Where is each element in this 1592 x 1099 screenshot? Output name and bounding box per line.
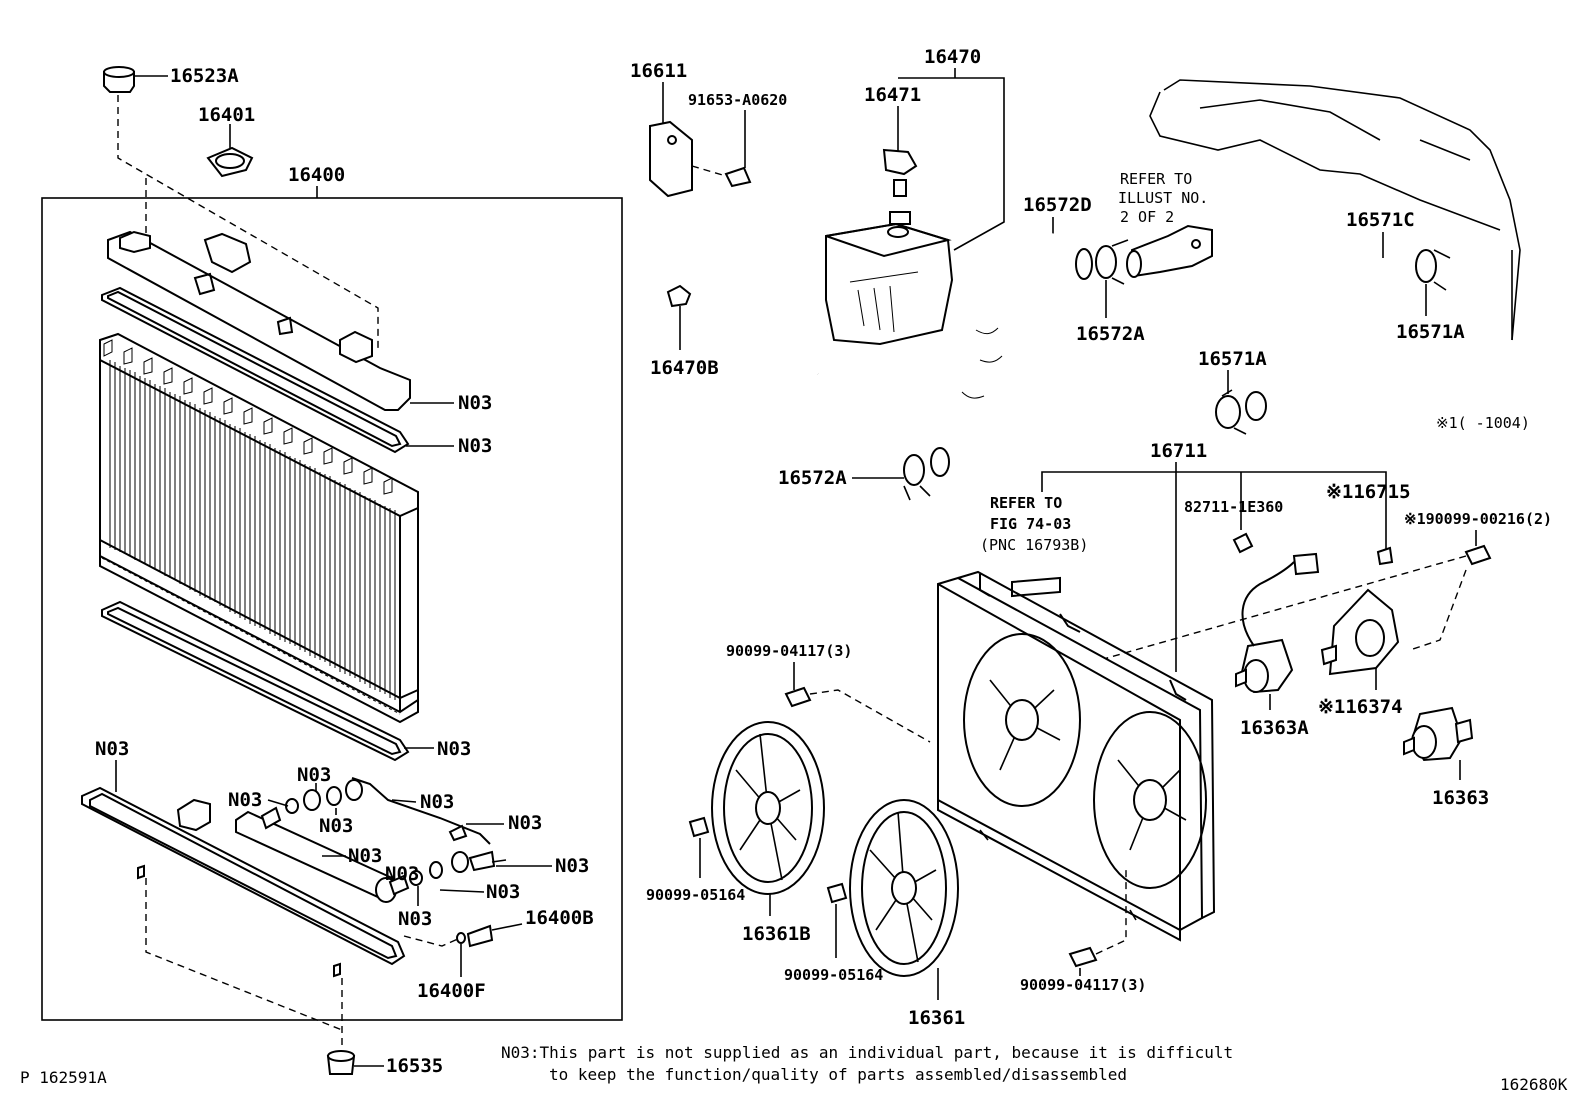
reservoir-cap-16471 (882, 148, 918, 197)
label-190099: ※190099-00216(2) (1404, 510, 1552, 528)
refer-illust-line1: REFER TO (1120, 170, 1192, 188)
label-16470: 16470 (924, 46, 981, 68)
nut-90099-05164-left (688, 816, 710, 838)
label-16401: 16401 (198, 104, 255, 126)
bolt-90099-04117-bottom (1068, 946, 1098, 968)
label-n03-upper-tank: N03 (458, 392, 492, 414)
clip-16715 (1376, 546, 1394, 566)
label-16363A: 16363A (1240, 717, 1309, 739)
label-n03-pipe: N03 (348, 845, 382, 867)
footnote-line2: to keep the function/quality of parts as… (549, 1065, 1127, 1084)
label-16571A-left: 16571A (1198, 348, 1267, 370)
label-16715: ※116715 (1326, 481, 1411, 503)
engine-outline (1149, 79, 1521, 341)
label-16400B: 16400B (525, 907, 594, 929)
clamp-16571A-left (1215, 389, 1247, 435)
label-16363: 16363 (1432, 787, 1489, 809)
label-90099-04117-bottom: 90099-04117(3) (1020, 976, 1146, 994)
label-90099-04117-top: 90099-04117(3) (726, 642, 852, 660)
refer-fig-line2: FIG 74-03 (990, 515, 1071, 533)
clamp-16572A-top (1095, 239, 1129, 285)
label-n03-oring-bottom: N03 (398, 908, 432, 930)
screw-190099 (1464, 544, 1492, 566)
figure-id-left: P 162591A (20, 1068, 107, 1087)
fan-16361B (711, 721, 825, 895)
clip-16470B (666, 284, 692, 308)
label-82711: 82711-1E360 (1184, 498, 1283, 516)
label-n03-oring-top: N03 (297, 764, 331, 786)
label-16572A-top: 16572A (1076, 323, 1145, 345)
label-16572D: 16572D (1023, 194, 1092, 216)
fan-16361 (849, 799, 959, 977)
refer-fig-line3: (PNC 16793B) (980, 536, 1088, 554)
label-16471: 16471 (864, 84, 921, 106)
bolt-90099-04117-top (784, 686, 812, 708)
label-91653: 91653-A0620 (688, 91, 787, 109)
label-16523A: 16523A (170, 65, 239, 87)
label-16374: ※116374 (1318, 696, 1403, 718)
reservoir-tank-16470 (825, 222, 954, 346)
upper-tank (107, 230, 411, 411)
radiator-assembly-box (41, 197, 623, 1021)
label-16611: 16611 (630, 60, 687, 82)
label-16400F: 16400F (417, 980, 486, 1002)
clamp-16571A-right (1415, 249, 1451, 291)
label-n03-hose: N03 (420, 791, 454, 813)
radiator-inlet-hose-16572D (939, 243, 1083, 463)
label-16361B: 16361B (742, 923, 811, 945)
lower-tank (81, 786, 406, 978)
fan-shroud-16711 (937, 570, 1216, 942)
label-16400: 16400 (288, 164, 345, 186)
refer-illust-line3: 2 OF 2 (1120, 208, 1174, 226)
label-16711: 16711 (1150, 440, 1207, 462)
motor-cover-16374 (1320, 588, 1400, 676)
label-n03-bolt-left: N03 (228, 789, 262, 811)
range-note: ※1( -1004) (1436, 414, 1530, 432)
refer-illust-line2: ILLUST NO. (1118, 189, 1208, 207)
label-16470B: 16470B (650, 357, 719, 379)
bolt-91653 (724, 166, 752, 188)
figure-id-right: 162680K (1500, 1075, 1568, 1094)
nut-90099-05164-mid (826, 882, 848, 904)
label-16361: 16361 (908, 1007, 965, 1029)
label-n03-nut: N03 (486, 881, 520, 903)
drain-cap-16523A (103, 66, 135, 93)
refer-fig-line1: REFER TO (990, 494, 1062, 512)
drain-plug-16535 (326, 1050, 356, 1075)
label-16571C: 16571C (1346, 209, 1415, 231)
label-n03-lower-gasket: N03 (437, 738, 471, 760)
label-n03-bolt-b: N03 (555, 855, 589, 877)
label-n03-bolt-a: N03 (508, 812, 542, 834)
label-n03-upper-gasket: N03 (458, 435, 492, 457)
connector-82711 (1232, 532, 1254, 554)
oil-cooler-hose (351, 777, 491, 845)
clamp-16572A-bottom (903, 454, 931, 501)
label-plate-16793B (1011, 576, 1061, 598)
label-16571A-right: 16571A (1396, 321, 1465, 343)
radiator-core (99, 332, 419, 724)
water-inlet-pipe (1126, 224, 1213, 278)
upper-gasket (101, 286, 410, 454)
cap-gasket-16401 (206, 146, 254, 178)
label-16535: 16535 (386, 1055, 443, 1077)
label-90099-05164-left: 90099-05164 (646, 886, 745, 904)
label-90099-05164-mid: 90099-05164 (784, 966, 883, 984)
footnote-line1: N03:This part is not supplied as an indi… (501, 1043, 1233, 1062)
label-n03-lower-tank: N03 (95, 738, 129, 760)
label-n03-oring-mid: N03 (385, 863, 419, 885)
label-n03-washer: N03 (319, 815, 353, 837)
fan-motor-16363A (1235, 552, 1320, 694)
label-16572A-bottom: 16572A (778, 467, 847, 489)
fan-motor-16363 (1403, 706, 1474, 762)
bracket-16611 (649, 120, 693, 198)
lower-gasket (101, 600, 410, 762)
